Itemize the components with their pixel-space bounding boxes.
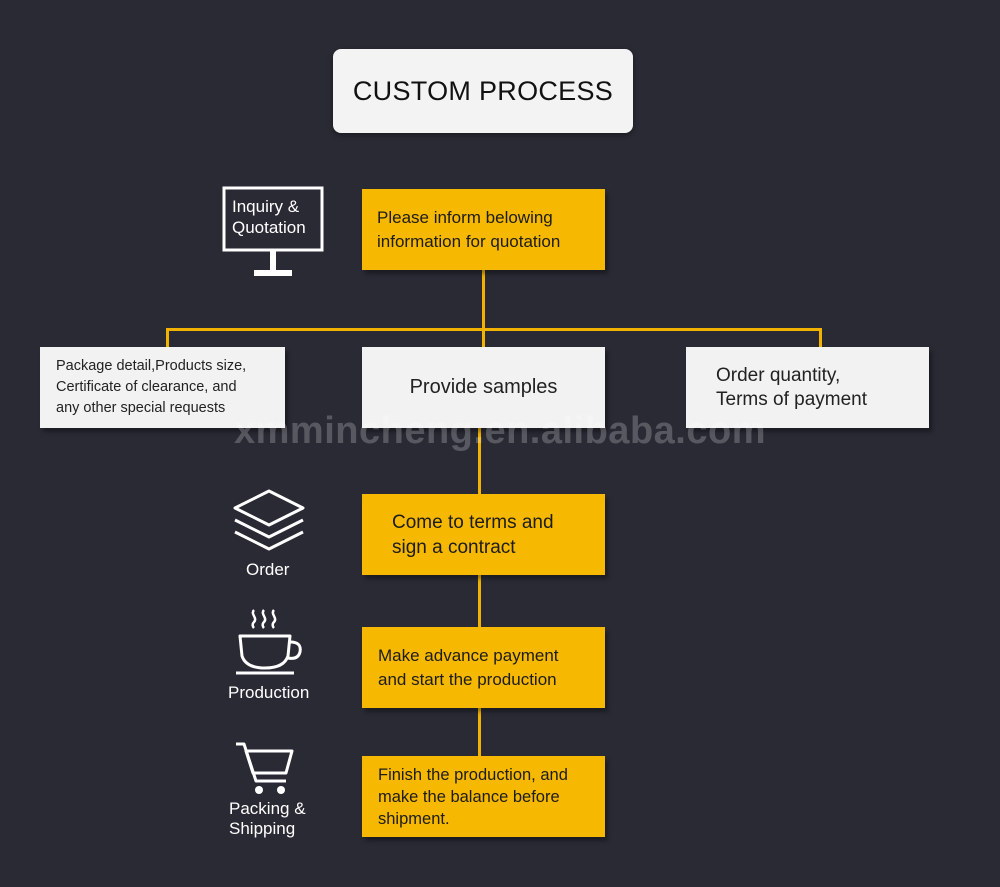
connector-production-to-shipping <box>478 707 481 756</box>
connector-center-drop <box>482 328 485 348</box>
order-step-text: Come to terms and sign a contract <box>392 511 554 558</box>
layers-icon <box>232 488 306 554</box>
shipping-step-text: Finish the production, and make the bala… <box>378 765 568 828</box>
connector-order-to-production <box>478 575 481 627</box>
shopping-cart-icon <box>234 741 296 797</box>
order-label: Order <box>246 560 290 579</box>
shipping-label: Packing & Shipping <box>229 799 306 838</box>
inquiry-step-box: Please inform belowing information for q… <box>362 189 605 270</box>
connector-horizontal-branch <box>166 328 822 331</box>
option-box-center: Provide samples <box>362 347 605 428</box>
shipping-step-box: Finish the production, and make the bala… <box>362 756 605 837</box>
monitor-icon <box>222 186 324 280</box>
inquiry-label: Inquiry & Quotation <box>232 197 306 237</box>
option-right-text: Order quantity, Terms of payment <box>716 364 867 410</box>
option-box-left: Package detail,Products size, Certificat… <box>40 347 285 428</box>
option-center-text: Provide samples <box>409 376 558 398</box>
option-left-text: Package detail,Products size, Certificat… <box>56 358 247 416</box>
option-box-right: Order quantity, Terms of payment <box>686 347 929 428</box>
production-step-box: Make advance payment and start the produ… <box>362 627 605 708</box>
order-step-box: Come to terms and sign a contract <box>362 494 605 575</box>
coffee-cup-icon <box>232 606 308 678</box>
connector-left-drop <box>166 328 169 348</box>
production-step-text: Make advance payment and start the produ… <box>378 645 559 689</box>
connector-right-drop <box>819 328 822 348</box>
inquiry-step-text: Please inform belowing information for q… <box>377 207 561 251</box>
page-title: CUSTOM PROCESS <box>333 49 633 133</box>
connector-inquiry-down <box>482 269 485 331</box>
connector-samples-to-order <box>478 427 481 495</box>
production-label: Production <box>228 683 310 702</box>
